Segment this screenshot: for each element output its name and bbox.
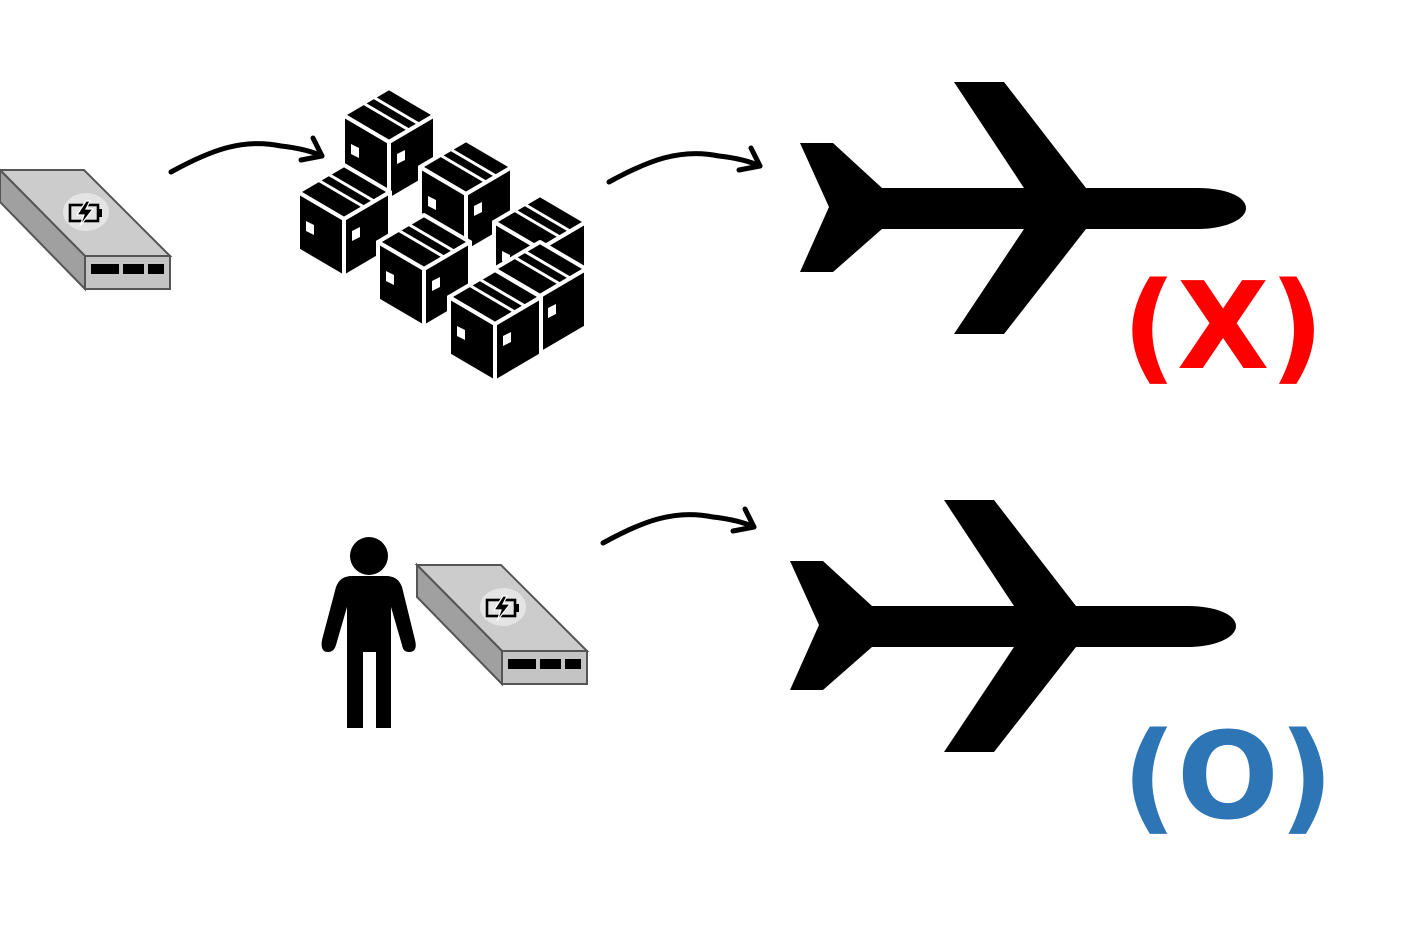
person-icon bbox=[321, 537, 416, 728]
verdict-allowed-label: (O) bbox=[1122, 708, 1334, 847]
power-bank-icon bbox=[0, 168, 172, 291]
scenario-carry-on bbox=[321, 500, 1236, 752]
arrow-icon bbox=[171, 138, 322, 172]
scenario-checked-baggage bbox=[0, 82, 1246, 384]
power-bank-icon bbox=[415, 563, 589, 686]
cargo-boxes-icon bbox=[296, 86, 588, 384]
arrow-icon bbox=[609, 148, 760, 182]
arrow-icon bbox=[603, 509, 754, 543]
verdict-forbidden-label: (X) bbox=[1122, 258, 1325, 397]
